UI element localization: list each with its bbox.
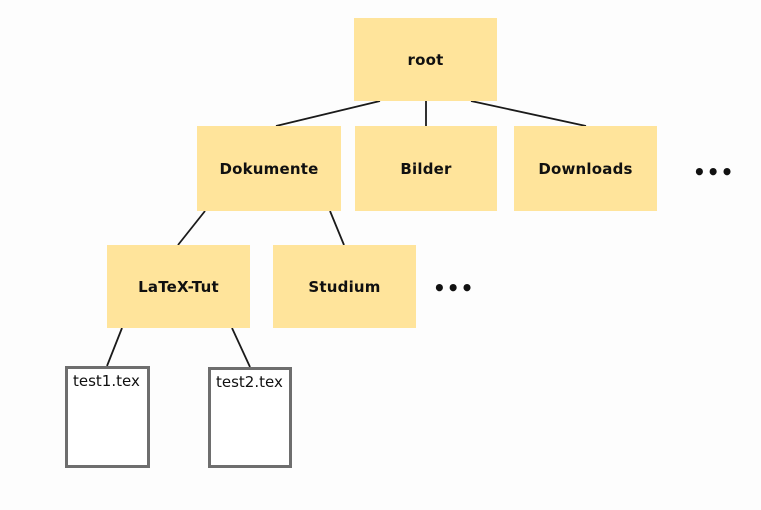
file-node-test2[interactable]: test2.tex: [208, 367, 292, 468]
node-label: root: [407, 50, 444, 69]
node-label: test1.tex: [73, 372, 140, 390]
node-label: LaTeX-Tut: [138, 277, 219, 296]
tree-edge-root-dokumente: [275, 100, 381, 127]
folder-node-dokumente[interactable]: Dokumente: [197, 126, 341, 211]
node-label: Studium: [308, 277, 381, 296]
tree-edge-dokumente-latextut: [177, 210, 206, 246]
node-label: Bilder: [400, 159, 452, 178]
tree-edge-latextut-test1: [106, 327, 123, 367]
folder-node-latextut[interactable]: LaTeX-Tut: [107, 245, 250, 328]
tree-edge-root-downloads: [470, 100, 587, 127]
file-node-test1[interactable]: test1.tex: [65, 366, 150, 468]
folder-node-studium[interactable]: Studium: [273, 245, 416, 328]
node-label: Downloads: [538, 159, 633, 178]
ellipsis-root-children: •••: [693, 160, 735, 184]
folder-node-bilder[interactable]: Bilder: [355, 126, 497, 211]
tree-edge-dokumente-studium: [329, 210, 345, 246]
folder-node-downloads[interactable]: Downloads: [514, 126, 657, 211]
folder-node-root[interactable]: root: [354, 18, 497, 101]
ellipsis-dokumente-children: •••: [433, 276, 475, 300]
node-label: test2.tex: [216, 373, 283, 391]
node-label: Dokumente: [219, 159, 319, 178]
tree-edge-latextut-test2: [231, 327, 251, 368]
